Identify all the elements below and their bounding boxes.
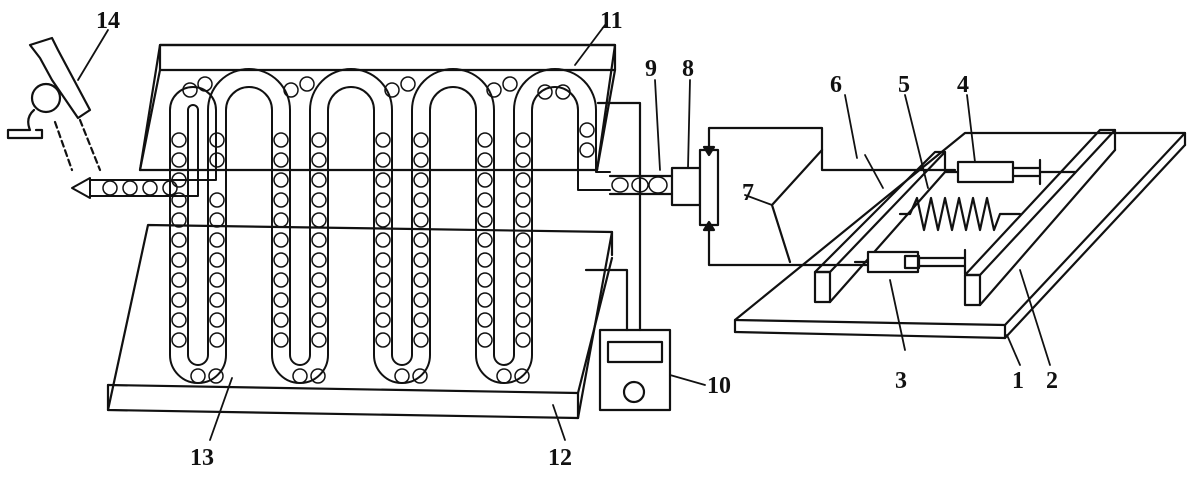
label-14: 14 bbox=[96, 8, 120, 34]
label-13: 13 bbox=[190, 445, 214, 471]
right-rail bbox=[963, 128, 1117, 307]
base-platform bbox=[733, 131, 1187, 340]
label-6: 6 bbox=[830, 72, 842, 98]
label-11: 11 bbox=[600, 8, 623, 34]
serpentine-tube bbox=[71, 68, 611, 384]
label-1: 1 bbox=[1012, 368, 1024, 394]
lower-plate bbox=[106, 223, 614, 420]
upper-syringe bbox=[943, 158, 1077, 186]
label-12: 12 bbox=[548, 445, 572, 471]
label-3: 3 bbox=[895, 368, 907, 394]
label-8: 8 bbox=[682, 56, 694, 82]
label-4: 4 bbox=[957, 72, 969, 98]
upper-plate bbox=[138, 43, 617, 172]
optical-fiber bbox=[770, 148, 824, 264]
label-2: 2 bbox=[1046, 368, 1058, 394]
spring bbox=[898, 196, 1022, 232]
temperature-meter bbox=[584, 101, 672, 412]
left-rail bbox=[813, 150, 947, 304]
label-7: 7 bbox=[742, 180, 754, 206]
microscope bbox=[6, 36, 102, 172]
lower-syringe bbox=[853, 248, 967, 276]
t-junction bbox=[670, 148, 720, 227]
part-labels: 14 11 9 8 6 5 4 7 3 1 2 10 12 13 bbox=[96, 8, 1058, 471]
label-9: 9 bbox=[645, 56, 657, 82]
label-10: 10 bbox=[707, 373, 731, 399]
label-5: 5 bbox=[898, 72, 910, 98]
leader-lines bbox=[77, 24, 1051, 441]
